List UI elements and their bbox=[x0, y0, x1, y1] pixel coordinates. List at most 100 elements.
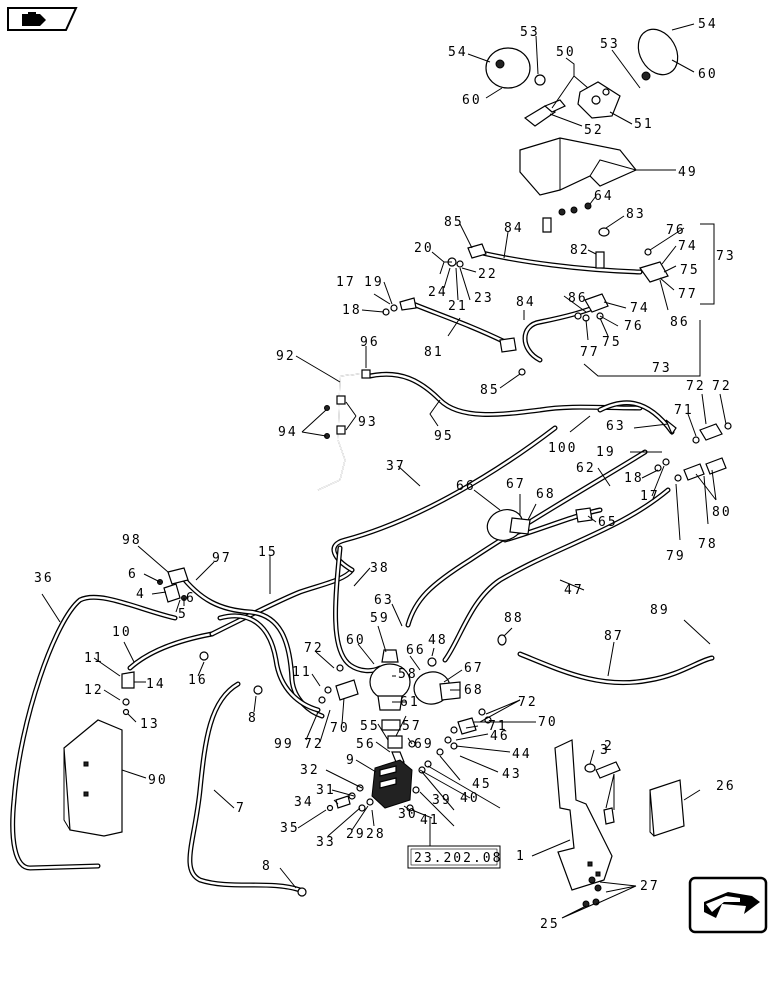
callout-number: 7 bbox=[236, 801, 246, 816]
callout-number: 37 bbox=[386, 459, 406, 474]
callout-number: 60 bbox=[698, 67, 718, 82]
callout-number: 86 bbox=[670, 315, 690, 330]
callout-number: 36 bbox=[34, 571, 54, 586]
callout-number: 54 bbox=[448, 45, 468, 60]
callout-number: 6 bbox=[128, 567, 138, 582]
callout-number: 99 bbox=[274, 737, 294, 752]
callout-number: 72 bbox=[304, 641, 324, 656]
callout-number: 78 bbox=[698, 537, 718, 552]
callout-number: 63 bbox=[374, 593, 394, 608]
callout-number: 85 bbox=[444, 215, 464, 230]
callout-number: 71 bbox=[488, 719, 508, 734]
callout-number: 18 bbox=[624, 471, 644, 486]
callout-number: 60 bbox=[462, 93, 482, 108]
callout-number: 95 bbox=[434, 429, 454, 444]
callout-number: 72 bbox=[518, 695, 538, 710]
callout-number: 88 bbox=[504, 611, 524, 626]
callout-number: 66 bbox=[406, 643, 426, 658]
callout-number: 57 bbox=[402, 719, 422, 734]
callout-number: 93 bbox=[358, 415, 378, 430]
callout-number: 92 bbox=[276, 349, 296, 364]
callout-number: 53 bbox=[600, 37, 620, 52]
callout-number: 32 bbox=[300, 763, 320, 778]
callout-number: 29 bbox=[346, 827, 366, 842]
callout-number: 38 bbox=[370, 561, 390, 576]
callout-number: 27 bbox=[640, 879, 660, 894]
callout-number: 89 bbox=[650, 603, 670, 618]
callout-number: 72 bbox=[304, 737, 324, 752]
callout-number: 6 bbox=[186, 591, 196, 606]
callout-number: 71 bbox=[674, 403, 694, 418]
callout-number: 13 bbox=[140, 717, 160, 732]
callout-number: 14 bbox=[146, 677, 166, 692]
callout-number: 16 bbox=[188, 673, 208, 688]
callout-number: 63 bbox=[606, 419, 626, 434]
callout-number: 30 bbox=[398, 807, 418, 822]
callout-number: 77 bbox=[678, 287, 698, 302]
callout-number: 96 bbox=[360, 335, 380, 350]
callout-number: 81 bbox=[424, 345, 444, 360]
callout-number: 28 bbox=[366, 827, 386, 842]
callout-number: 51 bbox=[634, 117, 654, 132]
callout-number: 100 bbox=[548, 441, 577, 456]
callout-number: 85 bbox=[480, 383, 500, 398]
callout-number: 53 bbox=[520, 25, 540, 40]
callout-number: 4 bbox=[136, 587, 146, 602]
callout-number: 66 bbox=[456, 479, 476, 494]
callout-number: 15 bbox=[258, 545, 278, 560]
callout-number: 72 bbox=[686, 379, 706, 394]
callout-number: 40 bbox=[460, 791, 480, 806]
callout-number: 23 bbox=[474, 291, 494, 306]
callout-number: 26 bbox=[716, 779, 736, 794]
callout-number: 60 bbox=[346, 633, 366, 648]
callout-number: 76 bbox=[624, 319, 644, 334]
callout-number: 22 bbox=[478, 267, 498, 282]
callout-number: 64 bbox=[594, 189, 614, 204]
components bbox=[63, 28, 732, 908]
callout-number: 52 bbox=[584, 123, 604, 138]
callout-number: 11 bbox=[292, 665, 312, 680]
callout-number: 2 bbox=[604, 739, 614, 754]
callout-number: 75 bbox=[602, 335, 622, 350]
callout-number: 67 bbox=[506, 477, 526, 492]
callout-number: 86 bbox=[568, 291, 588, 306]
callout-number: 48 bbox=[428, 633, 448, 648]
callout-number: 49 bbox=[678, 165, 698, 180]
callout-number: 73 bbox=[716, 249, 736, 264]
reference-box[interactable]: 23.202.08 bbox=[407, 845, 502, 869]
callout-number: 72 bbox=[712, 379, 732, 394]
callout-number: 18 bbox=[342, 303, 362, 318]
reference-box-text: 23.202.08 bbox=[414, 851, 502, 866]
callout-number: 47 bbox=[564, 583, 584, 598]
callout-number: 98 bbox=[122, 533, 142, 548]
callout-number: 70 bbox=[330, 721, 350, 736]
callout-number: 73 bbox=[652, 361, 672, 376]
callout-number: 84 bbox=[516, 295, 536, 310]
book-icon[interactable] bbox=[7, 7, 78, 31]
callout-number: 82 bbox=[570, 243, 590, 258]
callout-number: 5 bbox=[178, 607, 188, 622]
callout-number: 33 bbox=[316, 835, 336, 850]
callout-number: 62 bbox=[576, 461, 596, 476]
callout-number: 17 bbox=[336, 275, 356, 290]
next-page-arrow-icon[interactable] bbox=[688, 876, 768, 934]
callout-number: 41 bbox=[420, 813, 440, 828]
callout-number: 35 bbox=[280, 821, 300, 836]
callout-number: 58 bbox=[398, 667, 418, 682]
callout-number: 17 bbox=[640, 489, 660, 504]
callout-number: 19 bbox=[364, 275, 384, 290]
callout-number: 31 bbox=[316, 783, 336, 798]
callout-number: 43 bbox=[502, 767, 522, 782]
callout-number: 44 bbox=[512, 747, 532, 762]
callout-number: 68 bbox=[464, 683, 484, 698]
callout-number: 34 bbox=[294, 795, 314, 810]
callout-number: 12 bbox=[84, 683, 104, 698]
callout-number: 90 bbox=[148, 773, 168, 788]
callout-number: 45 bbox=[472, 777, 492, 792]
callout-number: 56 bbox=[356, 737, 376, 752]
callout-number: 84 bbox=[504, 221, 524, 236]
hoses bbox=[10, 249, 715, 893]
callout-number: 39 bbox=[432, 793, 452, 808]
